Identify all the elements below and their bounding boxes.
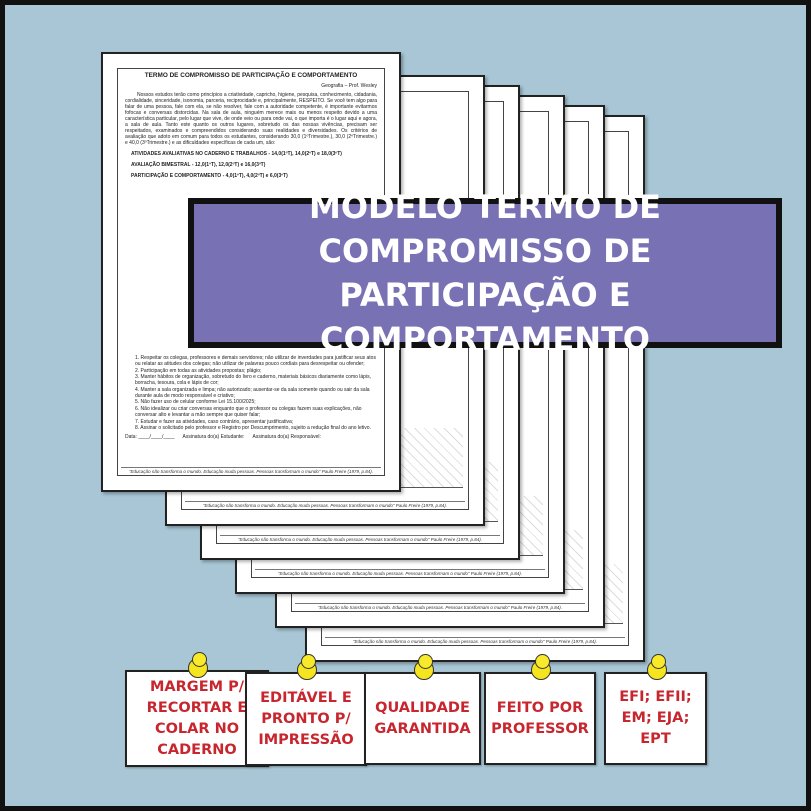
freire-quote: "Educação não transforma o mundo. Educaç… (121, 466, 381, 474)
banner-title: MODELO TERMO DE COMPROMISSO DE PARTICIPA… (309, 188, 661, 358)
student-signature: Assinatura do(a) Estudante: (182, 434, 245, 440)
list-item: 3. Manter hábitos de organização, sobret… (135, 374, 371, 386)
pushpin-icon (531, 654, 551, 680)
list-item: 2. Participação em todas as atividades p… (135, 367, 262, 374)
list-item: 5. Não fazer uso de celular conforme Lei… (135, 399, 256, 406)
title-banner: MODELO TERMO DE COMPROMISSO DE PARTICIPA… (188, 188, 782, 358)
list-item: 4. Manter a sala organizada e limpa; não… (135, 386, 370, 399)
list-item: 6. Não idealizar ou criar conversas enqu… (135, 406, 362, 418)
feature-note: EFI; EFII; EM; EJA; EPT (604, 654, 707, 765)
document-section: PARTICIPAÇÃO E COMPORTAMENTO - 4,0(1ºT),… (131, 172, 288, 179)
pushpin-icon (188, 652, 208, 678)
pushpin-icon (297, 654, 317, 680)
list-item: 1. Respeitar os colegas, professores e d… (135, 355, 376, 367)
document-author: Geografia – Prof. Wesley (321, 82, 377, 89)
document-section: ATIVIDADES AVALIATIVAS NO CADERNO E TRAB… (131, 150, 342, 157)
list-item: 7. Estudar e fazer as atividades, caso c… (135, 418, 294, 425)
feature-note: FEITO POR PROFESSOR (484, 654, 596, 765)
document-section: AVALIAÇÃO BIMESTRAL - 12,0(1ºT), 12,0(2º… (131, 161, 266, 168)
document-intro: Nossos estudos terão como princípios a c… (125, 91, 377, 146)
feature-note: EDITÁVEL E PRONTO P/ IMPRESSÃO (245, 654, 367, 766)
pushpin-icon (646, 654, 667, 680)
pushpin-icon (413, 654, 434, 680)
document-title: TERMO DE COMPROMISSO DE PARTICIPAÇÃO E C… (144, 72, 358, 79)
date-field: Data: ____/____/____ (125, 434, 175, 440)
guardian-signature: Assinatura do(a) Responsável: (252, 434, 321, 440)
feature-note: QUALIDADE GARANTIDA (364, 654, 481, 765)
list-item: 8. Assinar o solicitado pelo professor e… (135, 425, 371, 432)
